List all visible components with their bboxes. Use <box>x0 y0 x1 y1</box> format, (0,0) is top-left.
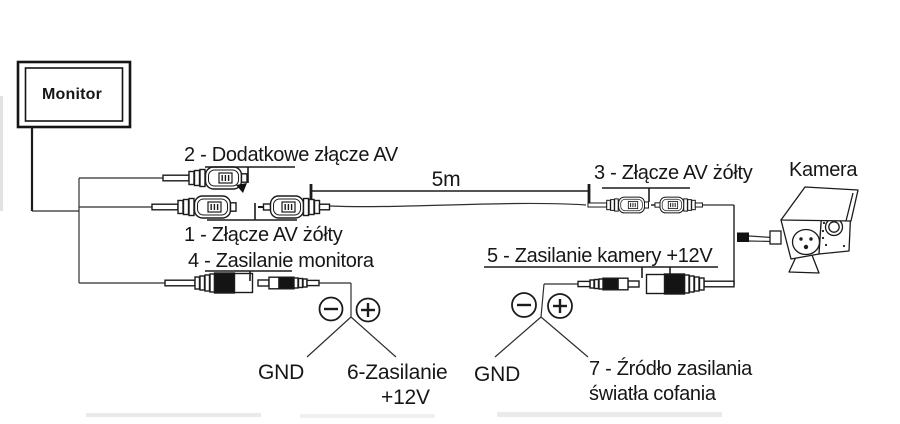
wire-connector5-to-branch <box>540 283 578 318</box>
label-power-6-line2: +12V <box>381 386 430 409</box>
rca-male-connector-1 <box>257 195 331 219</box>
dimension-5m: 5m <box>309 168 591 204</box>
label-power-6-line1: 6-Zasilanie <box>347 361 448 384</box>
camera-sunshade-edge <box>845 192 854 222</box>
rca-female-connector-3 <box>587 196 649 214</box>
wire-branch4-positive <box>350 316 397 358</box>
camera-mount-dots <box>799 237 813 250</box>
rca-female-connector-1 <box>151 195 237 219</box>
camera-cable-gland <box>769 230 782 245</box>
camera-sunshade <box>780 186 859 222</box>
scan-artifacts <box>0 96 722 418</box>
camera-mount-joint <box>791 228 821 256</box>
wire-branch4-gnd <box>306 316 352 358</box>
rca-female-connector-2 <box>162 166 248 190</box>
rca-male-connector-3 <box>650 196 704 214</box>
dc-male-connector-4 <box>257 276 320 290</box>
cable-length-label: 5m <box>432 168 461 191</box>
camera-lens-inner <box>828 221 840 233</box>
wire-branch5-gnd <box>494 316 542 358</box>
monitor-label: Monitor <box>42 86 102 103</box>
label-source-7-line2: światła cofania <box>589 383 717 405</box>
label-connector-5: 5 - Zasilanie kamery +12V <box>487 245 713 267</box>
gnd-label-monitor-side: GND <box>258 361 304 384</box>
label-source-7-line1: 7 - Źródło zasilania <box>589 357 753 380</box>
camera-illustration <box>780 186 859 274</box>
cable-5m <box>329 202 587 208</box>
label-leaders <box>205 166 718 281</box>
wire-connector4-to-branch <box>319 282 352 317</box>
camera-label: Kamera <box>789 159 858 181</box>
wire-branch5-positive <box>540 316 589 358</box>
wire-camera-pigtail <box>748 235 773 243</box>
gnd-label-camera-side: GND <box>474 363 520 386</box>
label-connector-3: 3 - Złącze AV żółty <box>594 162 753 184</box>
camera-junction-node <box>737 232 749 242</box>
polarity-monitor-power <box>318 296 381 323</box>
pointer-arrowhead-label-2 <box>236 183 247 193</box>
label-connector-1: 1 - Złącze AV żółty <box>184 224 343 246</box>
wiring <box>30 127 773 358</box>
monitor-box: Monitor <box>16 60 132 129</box>
label-connector-2: 2 - Dodatkowe złącze AV <box>184 144 399 166</box>
dc-female-connector-5 <box>645 273 735 295</box>
dc-female-connector-4 <box>164 272 254 294</box>
dc-male-connector-5 <box>577 277 640 291</box>
polarity-camera-power <box>511 292 573 319</box>
label-connector-4: 4 - Zasilanie monitora <box>188 250 375 272</box>
